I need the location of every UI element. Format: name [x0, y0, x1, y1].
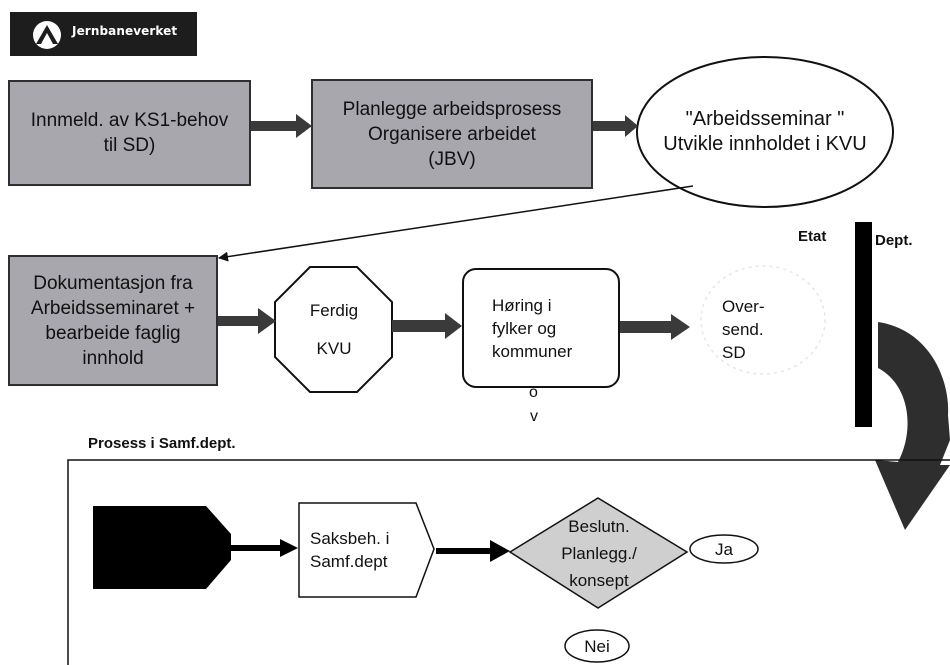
arrow-innmeld-to-planlegge [250, 114, 312, 138]
dokumentasjon-box: Dokumentasjon fra Arbeidsseminaret + bea… [8, 255, 218, 386]
saksbeh-text: Saksbeh. i Samf.dept [310, 529, 390, 571]
arrow-dokumentasjon-to-ferdig [218, 308, 276, 334]
innmeld-box: Innmeld. av KS1-behov til SD) [8, 80, 251, 186]
ja-text: Ja [715, 539, 733, 559]
ja-label: Ja [700, 537, 748, 561]
oversend-cloud [700, 265, 826, 375]
dokumentasjon-text: Dokumentasjon fra Arbeidsseminaret + bea… [30, 272, 196, 369]
oversend-label: Over- send. SD [722, 288, 782, 370]
ferdig-kvu-label: Ferdig KVU [280, 290, 388, 370]
arrow-saksbeh-to-beslutn [436, 540, 510, 562]
innmeld-text: Innmeld. av KS1-behov til SD) [30, 110, 229, 156]
saksbeh-label: Saksbeh. i Samf.dept [304, 515, 419, 585]
nei-ellipse [564, 629, 630, 663]
arrow-horing-to-oversend [620, 314, 690, 340]
nei-label: Nei [572, 634, 622, 658]
beslutn-text: Beslutn. Planlegg./ konsept [561, 516, 637, 590]
prosess-frame [67, 459, 950, 665]
dept-label: Dept. [875, 232, 913, 249]
arbeidsseminar-ellipse [636, 56, 894, 208]
horing-box: Høring i fylker og kommuner [462, 268, 620, 388]
beslutn-label: Beslutn. Planlegg./ konsept [540, 510, 658, 596]
planlegge-text: Planlegge arbeidsprosess Organisere arbe… [342, 98, 562, 170]
planlegge-box: Planlegge arbeidsprosess Organisere arbe… [311, 79, 593, 189]
prosess-title: Prosess i Samf.dept. [88, 435, 236, 452]
ja-ellipse [689, 534, 759, 564]
etat-dept-divider [855, 222, 872, 427]
arrow-planlegge-to-seminar [592, 115, 638, 137]
nei-text: Nei [584, 636, 610, 656]
start-pentagon [93, 506, 231, 589]
oversend-text: Over- send. SD [722, 296, 765, 362]
horing-text: Høring i fylker og kommuner [492, 295, 573, 361]
etat-label: Etat [798, 228, 827, 245]
ferdig-kvu-text: Ferdig KVU [309, 301, 359, 358]
arbeidsseminar-label: "Arbeidsseminar " Utvikle innholdet i KV… [637, 92, 893, 172]
beslutn-diamond [508, 497, 689, 609]
arrow-seminar-to-dokumentasjon [218, 185, 694, 262]
arrow-ferdig-to-horing [392, 313, 462, 339]
curved-return-arrow [875, 322, 950, 530]
arbeidsseminar-text: "Arbeidsseminar " Utvikle innholdet i KV… [663, 108, 867, 155]
stray-o-label: o [529, 384, 538, 401]
stray-v-label: v [530, 408, 538, 425]
arrow-start-to-saksbeh [230, 539, 298, 557]
logo-text: Jernbaneverket [72, 24, 178, 38]
saksbeh-pentagon [298, 502, 435, 598]
